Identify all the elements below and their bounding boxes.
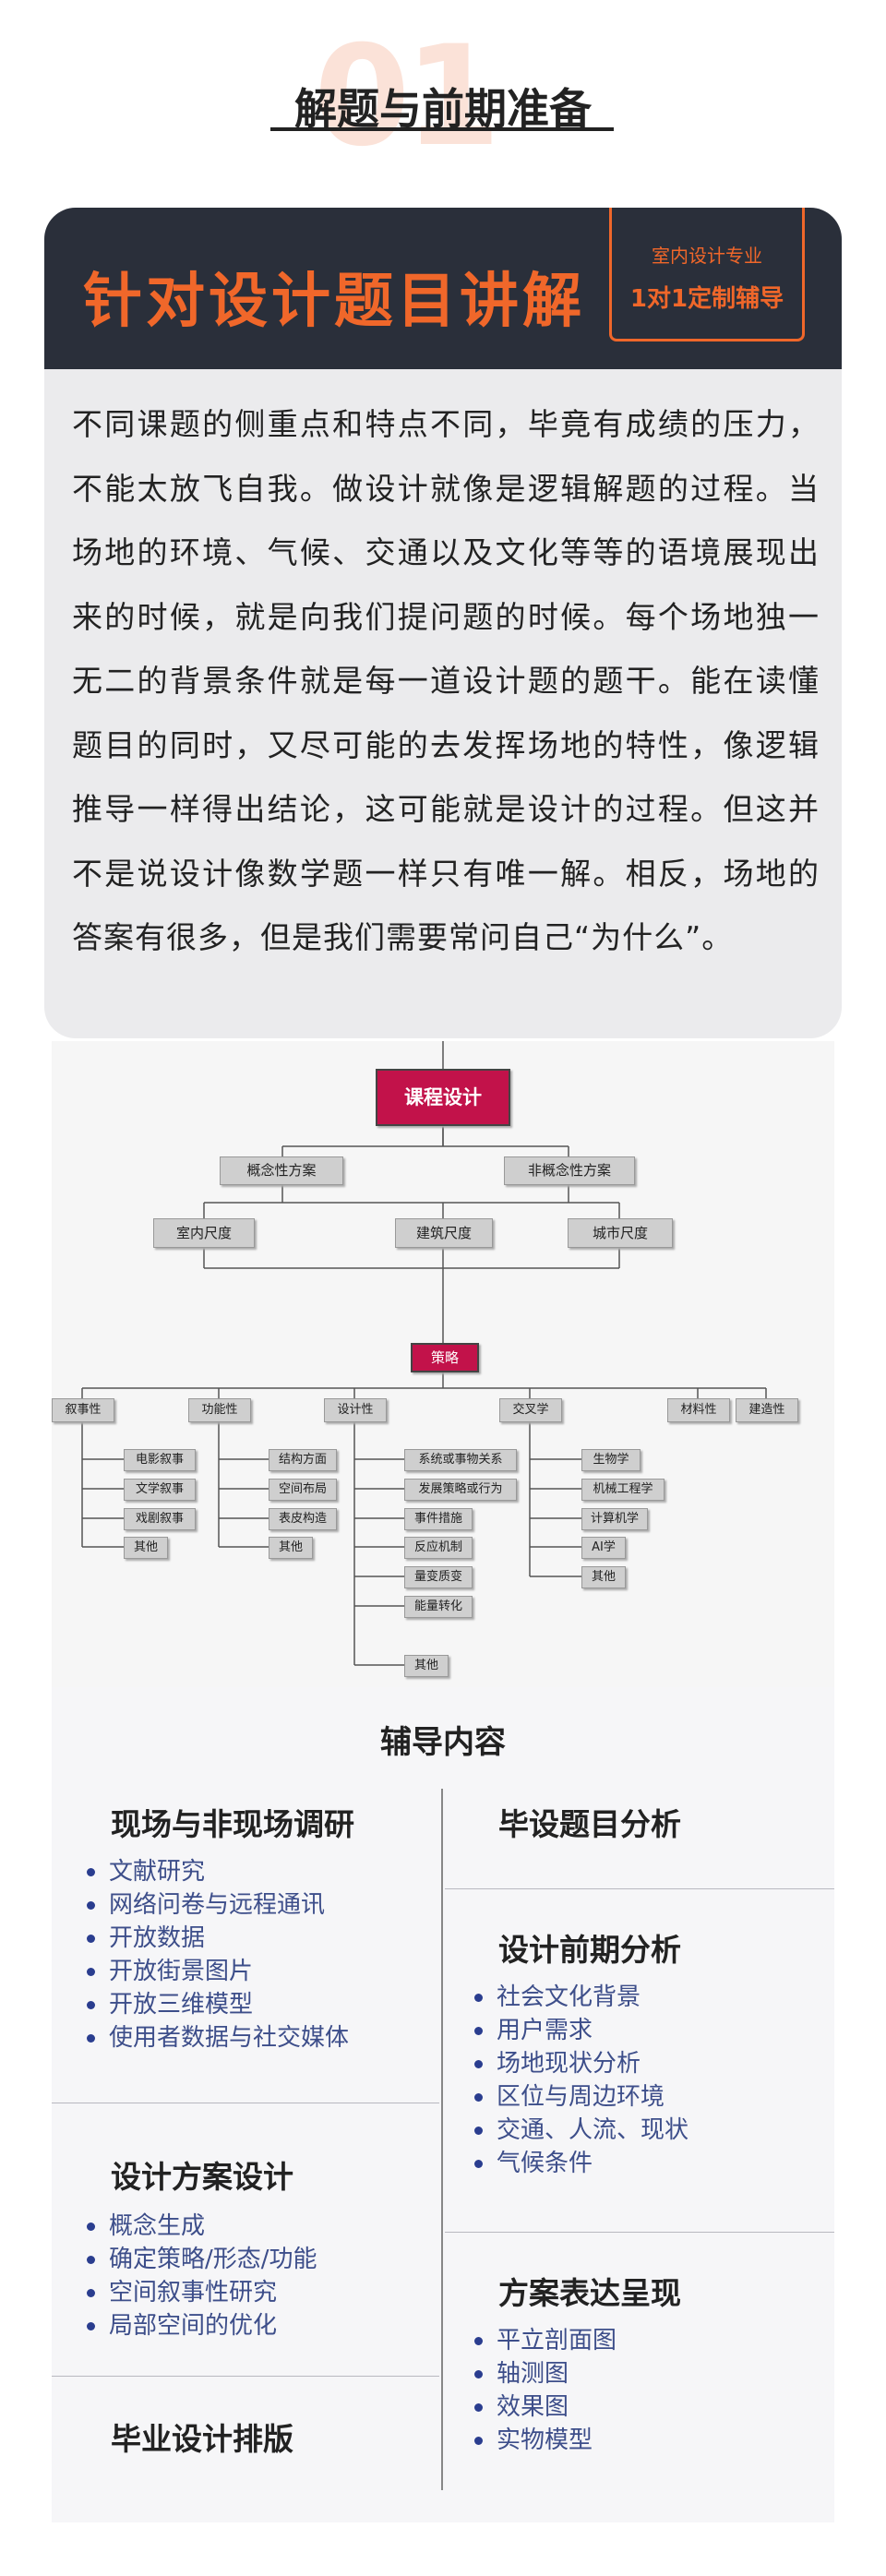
tree-category-node: 交叉学 xyxy=(499,1398,562,1422)
list-item: 区位与周边环境 xyxy=(471,2080,688,2114)
block-divider xyxy=(445,2232,834,2233)
block-title: 现场与非现场调研 xyxy=(111,1806,354,1842)
card-body-text: 不同课题的侧重点和特点不同，毕竟有成绩的压力，不能太放飞自我。做设计就像是逻辑解… xyxy=(72,406,820,955)
tree-connectors xyxy=(81,1041,767,1666)
list-item: 用户需求 xyxy=(471,2014,688,2047)
list-item: 社会文化背景 xyxy=(471,1981,688,2014)
tree-level2-node: 室内尺度 xyxy=(153,1218,255,1248)
list-item: 空间叙事性研究 xyxy=(83,2276,317,2309)
tutoring-section: 辅导内容 现场与非现场调研 文献研究 网络问卷与远程通讯 开放数据 开放街景图片… xyxy=(52,1687,834,2522)
list-item: 开放街景图片 xyxy=(83,1955,349,1988)
list-item: 效果图 xyxy=(471,2390,617,2424)
list-item: 网络问卷与远程通讯 xyxy=(83,1888,349,1922)
block-title: 设计前期分析 xyxy=(498,1932,681,1968)
card-title: 针对设计题目讲解 xyxy=(83,268,585,336)
list-item: 气候条件 xyxy=(471,2147,688,2180)
tree-strategy-node: 策略 xyxy=(411,1343,479,1372)
tree-leaf-node: 事件措施 xyxy=(404,1508,473,1530)
block-list: 平立剖面图 轴测图 效果图 实物模型 xyxy=(471,2324,617,2457)
tree-category-node: 叙事性 xyxy=(52,1398,114,1422)
section-number: 01 xyxy=(314,17,501,177)
list-item: 交通、人流、现状 xyxy=(471,2114,688,2147)
tutoring-title: 辅导内容 xyxy=(380,1724,506,1761)
list-item: 开放三维模型 xyxy=(83,1988,349,2021)
tree-root: 课程设计 xyxy=(376,1069,510,1126)
tree-leaf-node: 量变质变 xyxy=(404,1566,473,1588)
block-title: 设计方案设计 xyxy=(111,2159,293,2195)
tree-leaf-node: 表皮构造 xyxy=(269,1508,337,1530)
list-item: 使用者数据与社交媒体 xyxy=(83,2021,349,2055)
service-tag-line1: 室内设计专业 xyxy=(652,245,762,267)
tree-leaf-node: 电影叙事 xyxy=(124,1449,196,1471)
list-item: 局部空间的优化 xyxy=(83,2309,317,2342)
card-header: 针对设计题目讲解 室内设计专业 1对1定制辅导 xyxy=(44,208,842,369)
tree-leaf-node: 其他 xyxy=(581,1566,626,1588)
tree-category-node: 材料性 xyxy=(667,1398,730,1422)
tree-category-node: 设计性 xyxy=(324,1398,387,1422)
tree-leaf-node: 系统或事物关系 xyxy=(404,1449,517,1471)
list-item: 实物模型 xyxy=(471,2424,617,2457)
block-title: 方案表达呈现 xyxy=(498,2275,681,2311)
tree-leaf-node: 计算机学 xyxy=(581,1508,648,1530)
tree-leaf-node: 其他 xyxy=(269,1537,313,1559)
list-item: 平立剖面图 xyxy=(471,2324,617,2357)
tree-leaf-node: 结构方面 xyxy=(269,1449,337,1471)
block-title: 毕业设计排版 xyxy=(111,2421,293,2457)
tree-level2-node: 城市尺度 xyxy=(568,1218,673,1248)
tree-leaf-node: 能量转化 xyxy=(404,1596,473,1618)
list-item: 确定策略/形态/功能 xyxy=(83,2243,317,2276)
list-item: 轴测图 xyxy=(471,2357,617,2390)
topic-card: 针对设计题目讲解 室内设计专业 1对1定制辅导 不同课题的侧重点和特点不同，毕竟… xyxy=(44,208,842,1038)
tree-leaf-node: 生物学 xyxy=(581,1449,641,1471)
tree-level1-node: 非概念性方案 xyxy=(504,1156,635,1185)
block-title: 毕设题目分析 xyxy=(498,1806,681,1842)
tree-leaf-node: 机械工程学 xyxy=(581,1479,664,1501)
list-item: 概念生成 xyxy=(83,2210,317,2243)
section-title: 解题与前期准备 xyxy=(294,84,592,134)
block-divider xyxy=(52,2376,439,2377)
tree-level1-node: 概念性方案 xyxy=(220,1156,343,1185)
tree-leaf-node: 发展策略或行为 xyxy=(404,1479,517,1501)
service-tag-line2: 1对1定制辅导 xyxy=(629,285,784,313)
tree-leaf-node: AI学 xyxy=(581,1537,626,1559)
tree-leaf-node: 空间布局 xyxy=(269,1479,337,1501)
tree-leaf-node: 反应机制 xyxy=(404,1537,473,1559)
course-design-tree: 课程设计 概念性方案 非概念性方案 室内尺度 建筑尺度 城市尺度 策略 叙事性 … xyxy=(52,1041,834,1687)
block-divider xyxy=(445,1888,834,1889)
tree-leaf-node: 其他 xyxy=(404,1655,449,1677)
title-underline xyxy=(270,127,614,131)
list-item: 文献研究 xyxy=(83,1855,349,1888)
tree-leaf-node: 其他 xyxy=(124,1537,168,1559)
service-tag: 室内设计专业 1对1定制辅导 xyxy=(609,208,805,341)
list-item: 场地现状分析 xyxy=(471,2047,688,2080)
tree-leaf-node: 文学叙事 xyxy=(124,1479,196,1501)
block-list: 社会文化背景 用户需求 场地现状分析 区位与周边环境 交通、人流、现状 气候条件 xyxy=(471,1981,688,2180)
tree-leaf-node: 戏剧叙事 xyxy=(124,1508,196,1530)
tree-level2-node: 建筑尺度 xyxy=(395,1218,493,1248)
list-item: 开放数据 xyxy=(83,1922,349,1955)
column-divider xyxy=(441,1789,443,2490)
tree-category-node: 功能性 xyxy=(188,1398,251,1422)
tree-category-node: 建造性 xyxy=(736,1398,798,1422)
block-list: 文献研究 网络问卷与远程通讯 开放数据 开放街景图片 开放三维模型 使用者数据与… xyxy=(83,1855,349,2055)
block-list: 概念生成 确定策略/形态/功能 空间叙事性研究 局部空间的优化 xyxy=(83,2210,317,2342)
